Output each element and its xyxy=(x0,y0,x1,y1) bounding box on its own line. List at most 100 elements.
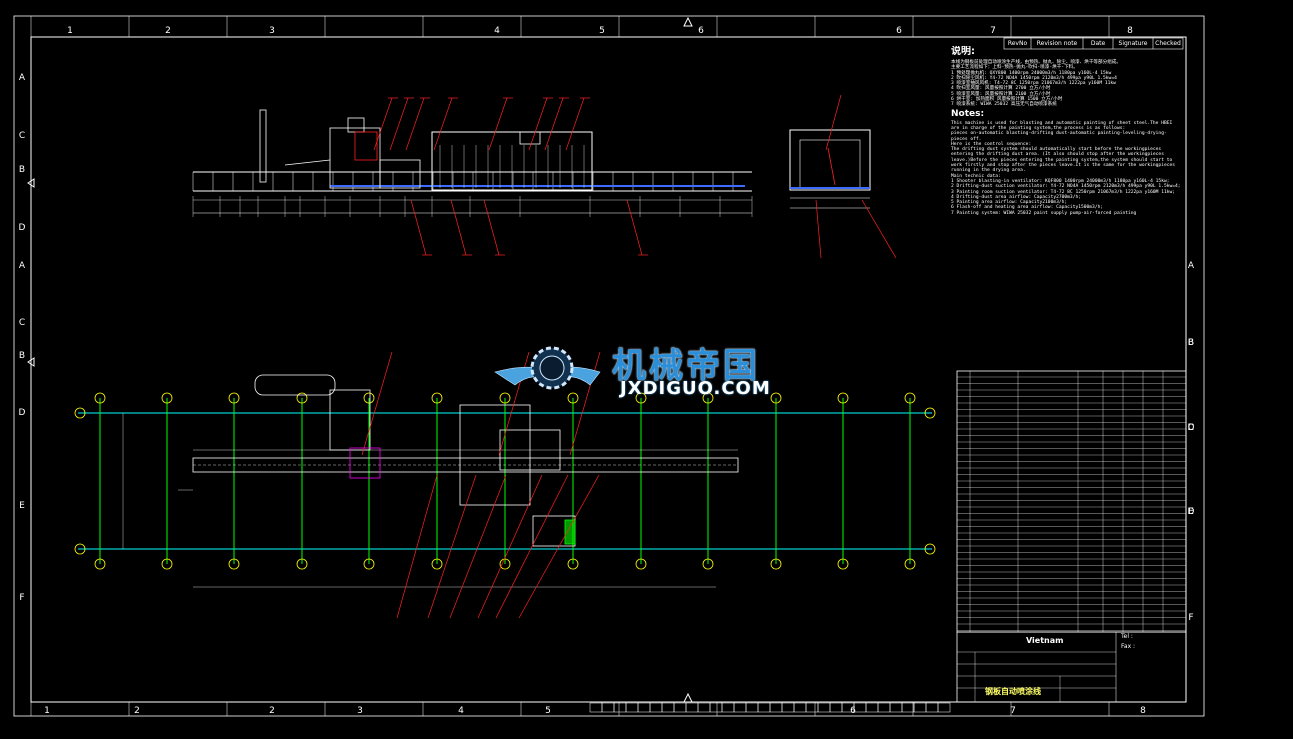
zone-number-bottom: 6 xyxy=(850,706,856,716)
axis-bubble xyxy=(567,392,579,404)
leader-line xyxy=(389,97,409,151)
scale-strip-cell xyxy=(769,702,783,713)
notes-en-line: The drifting dust system should automati… xyxy=(951,147,1176,174)
logo-gear-inner xyxy=(539,355,565,381)
zone-number-top: 6 xyxy=(698,26,704,36)
axis-bubble xyxy=(74,543,86,555)
scale-strip-cell xyxy=(625,702,639,713)
axis-bubble xyxy=(228,558,240,570)
centering-mark xyxy=(27,357,35,367)
rev-col-checked: Checked xyxy=(1155,40,1181,47)
axis-bubble xyxy=(904,558,916,570)
leader-line xyxy=(825,94,842,151)
zone-number-bottom: 7 xyxy=(1010,706,1016,716)
notes-en-line: 3 Painting room suction ventilator: T4-7… xyxy=(951,189,1176,195)
paint-booth-house xyxy=(431,131,593,191)
booth-fan xyxy=(519,131,541,145)
zone-letter-right: B xyxy=(1188,338,1194,348)
notes-en-line: 6 Flash-off and heating area airflow: Ca… xyxy=(951,205,1104,211)
notes-en-line: Here is the control sequence: xyxy=(951,141,1032,147)
zone-letter-left: B xyxy=(19,165,25,175)
scale-strip-cell xyxy=(829,702,843,713)
scale-strip-cell xyxy=(697,702,711,713)
leader-line xyxy=(427,474,477,619)
axis-bubble xyxy=(635,392,647,404)
notes-panel: 说明: 本线为钢板前处理自动喷涂生产线，由预热、抛丸、除尘、喷漆、烘干等部分组成… xyxy=(951,46,1183,370)
leader-line xyxy=(544,97,564,151)
zone-letter-left: C xyxy=(19,318,25,328)
blasting-chamber xyxy=(354,131,378,161)
side-elevation-view xyxy=(192,97,753,256)
leader-line xyxy=(528,97,548,151)
scale-strip-cell xyxy=(877,702,891,713)
zone-number-top: 6 xyxy=(896,26,902,36)
revision-row xyxy=(1003,37,1184,50)
notes-en-line: 7 Painting system: WIWA 25032 paint supp… xyxy=(951,210,1137,216)
zone-letter-right: F xyxy=(1188,613,1193,623)
notes-cn-line: 主要工艺流程如下：上料-预热-抛丸-吹扫-喷漆-烘干-下料。 xyxy=(951,65,1078,71)
notes-en-line: 4 Drifting-dust area airflow: Capacity27… xyxy=(951,194,1081,200)
scale-strip-cell xyxy=(913,702,927,713)
zone-number-bottom: 2 xyxy=(269,706,275,716)
blasting-chamber-plan xyxy=(349,447,381,479)
scale-strip-cell xyxy=(781,702,795,713)
cross-section-view xyxy=(789,94,897,259)
zone-letter-right: C xyxy=(1188,423,1194,433)
notes-title-cn: 说明: xyxy=(951,46,975,57)
paint-booth-inner xyxy=(499,429,561,471)
inner-border xyxy=(30,36,1187,703)
leader-line xyxy=(433,97,453,151)
axis-bubble xyxy=(770,392,782,404)
plan-view xyxy=(74,351,936,619)
zone-number-bottom: 2 xyxy=(134,706,140,716)
zone-number-top: 7 xyxy=(990,26,996,36)
zone-letter-left: F xyxy=(19,593,24,603)
section-inner xyxy=(799,139,861,189)
axis-bubble xyxy=(924,407,936,419)
paint-booth-plan xyxy=(459,404,531,506)
axis-bubble xyxy=(296,558,308,570)
pump-cabinet xyxy=(564,519,576,545)
leader-line xyxy=(626,199,643,256)
axis-bubble xyxy=(363,392,375,404)
leader-line xyxy=(449,474,507,619)
drawing-title: 钢板自动喷涂线 xyxy=(985,687,1041,696)
zone-letter-right: D xyxy=(1188,507,1195,517)
notes-en-line: 2 Drifting-dust suction ventilator: Y4-7… xyxy=(951,184,1181,190)
zone-number-top: 3 xyxy=(269,26,275,36)
zone-letter-right: A xyxy=(1188,261,1195,271)
rev-col-signature: Signature xyxy=(1118,40,1148,47)
fax-label: Fax : xyxy=(1121,643,1136,650)
leader-line xyxy=(450,199,467,256)
axis-bubble xyxy=(431,392,443,404)
scale-strip-cell xyxy=(805,702,819,713)
bill-of-materials-table xyxy=(956,370,1187,703)
notes-en-line: 1 Shooter blasting-in ventilator: KQF800… xyxy=(951,178,1170,184)
axis-bubble xyxy=(431,558,443,570)
zone-letter-right: D xyxy=(1188,423,1195,433)
scale-strip-cell xyxy=(673,702,687,713)
axis-bubble xyxy=(94,392,106,404)
zone-number-top: 4 xyxy=(494,26,500,36)
title-block xyxy=(956,631,1187,703)
leader-line xyxy=(373,97,393,151)
scale-strip-cell xyxy=(685,702,699,713)
dust-collector xyxy=(254,374,336,396)
leader-line xyxy=(483,199,500,256)
scale-strip-cell xyxy=(901,702,915,713)
rev-col-note: Revision note xyxy=(1036,40,1078,47)
zone-number-top: 1 xyxy=(67,26,73,36)
scale-strip-cell xyxy=(937,702,951,713)
leader-line xyxy=(569,351,601,456)
scale-strip-cell xyxy=(793,702,807,713)
axis-bubble xyxy=(161,392,173,404)
notes-cn-line: 4 吹扫室风量: 风量按照计算 2700 立方/小时 xyxy=(951,86,1051,92)
section-outline xyxy=(789,129,871,191)
blasting-machine xyxy=(329,127,381,189)
axis-bubble xyxy=(924,543,936,555)
rev-col-date: Date xyxy=(1090,40,1106,47)
section-nozzle xyxy=(827,147,836,186)
axis-bubble xyxy=(702,392,714,404)
zone-letter-left: D xyxy=(19,408,26,418)
